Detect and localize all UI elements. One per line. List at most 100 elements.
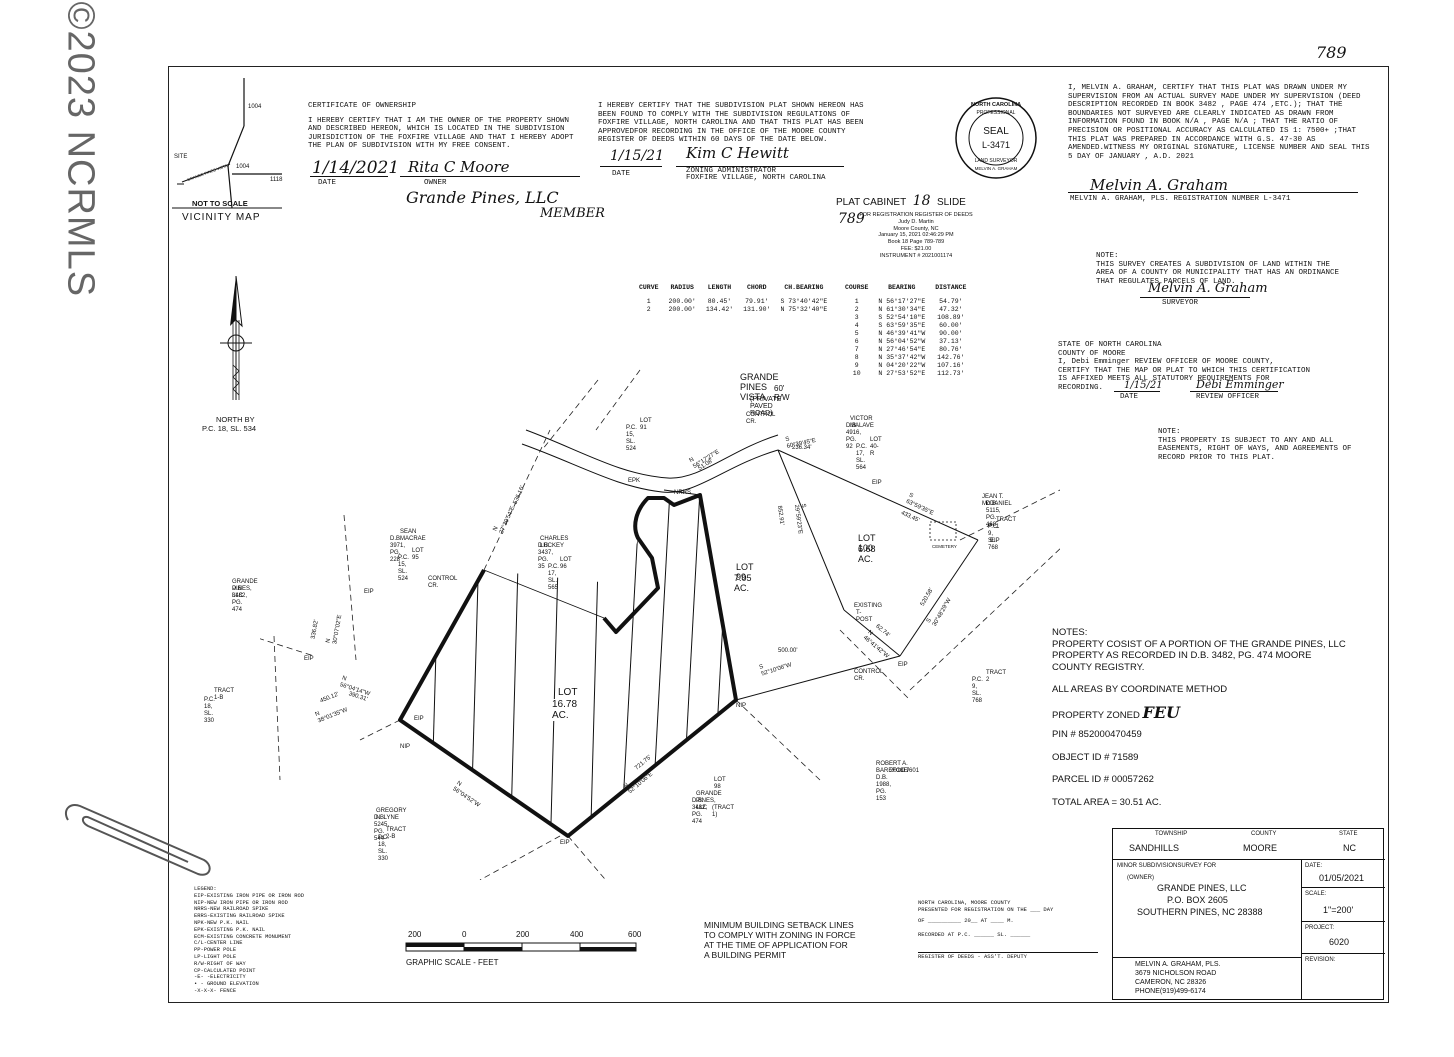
seal-bottom: LAND SURVEYOR bbox=[974, 158, 1018, 164]
eip-marker-3: EIP bbox=[414, 716, 424, 722]
north-arrow: NORTH BY P.C. 18, SL. 534 bbox=[200, 270, 280, 440]
eip-marker-7: EIP bbox=[898, 662, 908, 668]
nip-marker-1: NIP bbox=[400, 744, 411, 750]
notes-zoned-label: PROPERTY ZONED bbox=[1052, 709, 1140, 721]
lot-98-tract: (TRACT 1) bbox=[712, 805, 734, 818]
curve-table-header: CURVE RADIUS LENGTH CHORD CH.BEARING bbox=[634, 284, 832, 292]
jean-mcdaniel: JEAN T. McDANIEL bbox=[982, 494, 1012, 507]
lot-95: LOT 95 bbox=[412, 548, 424, 561]
legend: LEGEND: EIP-EXISTING IRON PIPE OR IRON R… bbox=[194, 886, 304, 995]
county-label: COUNTY bbox=[1251, 831, 1277, 837]
existing-label: EXISTING bbox=[854, 603, 883, 609]
easement-note: NOTE: THIS PROPERTY IS SUBJECT TO ANY AN… bbox=[1158, 428, 1358, 462]
tract-1: TRACT 1 bbox=[996, 517, 1016, 530]
line-col-distance: DISTANCE bbox=[935, 284, 967, 291]
road-edge-north bbox=[525, 429, 779, 479]
owner-address-2: SOUTHERN PINES, NC 28388 bbox=[1137, 907, 1263, 917]
owner-address-1: P.O. BOX 2605 bbox=[1167, 895, 1228, 905]
review-line-1: I, Debi Emminger REVIEW OFFICER OF MOORE… bbox=[1058, 358, 1275, 367]
registration-line-3: OF __________ 20__ AT ____ M. bbox=[918, 917, 1014, 924]
scale-tick-label: 200 bbox=[516, 930, 530, 939]
review-line-3: IS AFFIXED MEETS ALL STATUTORY REQUIREME… bbox=[1058, 375, 1270, 384]
legend-item: • - GROUND ELEVATION bbox=[194, 981, 259, 988]
setback-note: MINIMUM BUILDING SETBACK LINES TO COMPLY… bbox=[704, 920, 856, 960]
recording-line-7: INSTRUMENT # 2021001174 bbox=[879, 252, 953, 259]
plat-slide-number: 789 bbox=[838, 211, 865, 227]
seal-icon bbox=[955, 97, 1037, 179]
property-notes: NOTES: PROPERTY COSIST OF A PORTION OF T… bbox=[1052, 627, 1352, 808]
tract-1b: TRACT 1-B bbox=[214, 688, 234, 701]
project-label: PROJECT: bbox=[1305, 925, 1335, 931]
setback-line-1: MINIMUM BUILDING SETBACK LINES bbox=[704, 920, 854, 930]
ownership-signature: Rita C Moore bbox=[408, 158, 510, 176]
title-block-divider bbox=[1301, 859, 1302, 999]
scale-label-title: SCALE: bbox=[1305, 891, 1327, 897]
eip-marker-6: EIP bbox=[872, 480, 882, 486]
line-col-course: COURSE bbox=[845, 284, 869, 291]
lot-98: LOT 98 bbox=[714, 777, 726, 790]
project-value: 6020 bbox=[1329, 937, 1350, 947]
victor-db: D.B. 4916, PG. 92 bbox=[846, 423, 862, 450]
eip-marker-4: EIP bbox=[560, 840, 570, 846]
curve-col-curve: CURVE bbox=[639, 284, 659, 291]
notes-line-3: COUNTY REGISTRY. bbox=[1052, 661, 1145, 673]
lot-96-pc: P.C. 17, SL. 565 bbox=[548, 564, 559, 591]
review-line-4: RECORDING. bbox=[1058, 383, 1104, 392]
tract-2-pc: P.C. 9, SL. 768 bbox=[972, 677, 983, 704]
road-name: GRANDE PINES VISTA bbox=[740, 372, 779, 402]
ownership-date-hand: 1/14/2021 bbox=[312, 158, 400, 178]
curve-col-radius: RADIUS bbox=[670, 284, 694, 291]
scale-tick-label: 0 bbox=[462, 930, 467, 939]
control-cr-right: CONTROL CR. bbox=[854, 669, 884, 682]
tract-2b-pc: P.C. 18, SL. 330 bbox=[378, 835, 389, 862]
legend-item: ECM-EXISTING CONCRETE MONUMENT bbox=[194, 933, 292, 940]
review-state: STATE OF NORTH CAROLINA bbox=[1058, 341, 1162, 349]
registration-line-4: RECORDED AT P.C. ______ SL. ______ bbox=[918, 931, 1031, 938]
date-label: DATE: bbox=[1305, 863, 1323, 869]
legend-item: CP-CALCULATED POINT bbox=[194, 967, 256, 974]
legend-item: R/W-RIGHT OF WAY bbox=[194, 960, 246, 967]
lot-96: LOT 96 bbox=[560, 557, 572, 570]
lot-40r: LOT 40-R bbox=[870, 437, 882, 457]
title-block-scale-divider bbox=[1301, 921, 1385, 922]
tract-2b: TRACT 2-B bbox=[386, 827, 406, 840]
control-cr-top: CONTROL CR. bbox=[746, 412, 776, 425]
review-officer-label: REVIEW OFFICER bbox=[1196, 393, 1260, 401]
eip-marker-2: EIP bbox=[304, 656, 314, 662]
eip-marker-1: EIP bbox=[364, 589, 374, 595]
notes-zoned-hand: FEU bbox=[1142, 702, 1180, 722]
state-label: STATE bbox=[1339, 831, 1358, 837]
vicinity-map: 1004 1004 1118 SITE GRANDE PINES VISTA N… bbox=[172, 78, 282, 224]
subdivision-note-signature: Melvin A. Graham bbox=[1148, 281, 1268, 296]
ownership-date-label: DATE bbox=[318, 179, 337, 187]
subdivision-sign-line bbox=[1140, 297, 1250, 298]
dim-lot99-top-dist: 236.34' bbox=[792, 445, 812, 451]
page-number: 789 bbox=[1316, 43, 1347, 62]
review-line-2: CERTIFY THAT THE MAP OR PLAT TO WHICH TH… bbox=[1058, 366, 1311, 375]
vicinity-map-title: VICINITY MAP bbox=[182, 212, 261, 223]
nrrs-marker: NRRS bbox=[674, 490, 692, 496]
notes-line-1: PROPERTY COSIST OF A PORTION OF THE GRAN… bbox=[1052, 638, 1346, 650]
state-value: NC bbox=[1343, 843, 1356, 853]
line-table-header: COURSE BEARING DISTANCE bbox=[840, 284, 971, 292]
surveyor-line-1: MELVIN A. GRAHAM, PLS. bbox=[1135, 961, 1221, 968]
lot-98-owner: GRANDE PINES, LLC bbox=[696, 791, 722, 811]
watermark: ©2023 NCRMLS bbox=[42, 0, 102, 300]
lot-97-boundary-west bbox=[483, 569, 605, 619]
tract-1-pc: P.C. 9, SL. 768 bbox=[988, 524, 999, 551]
ownership-member-hand: MEMBER bbox=[540, 206, 605, 221]
line-col-bearing: BEARING bbox=[888, 284, 916, 291]
ownership-text: I HEREBY CERTIFY THAT I AM THE OWNER OF … bbox=[308, 116, 574, 151]
ownership-owner-hand: Grande Pines, LLC bbox=[406, 188, 559, 207]
notes-total-area: TOTAL AREA = 30.51 AC. bbox=[1052, 796, 1162, 808]
gregory-db: D.B. 5245, PG. 544 bbox=[374, 815, 390, 842]
zoning-admin-label: ZONING ADMINISTRATOR bbox=[686, 167, 777, 175]
